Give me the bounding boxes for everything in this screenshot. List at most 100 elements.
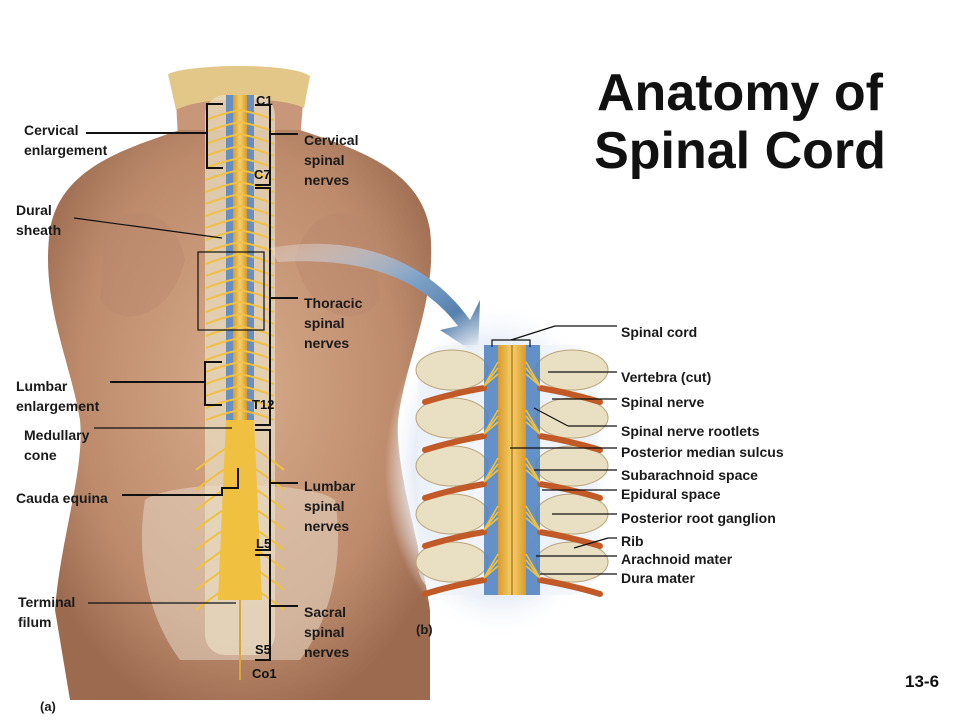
slide-title: Anatomy of Spinal Cord xyxy=(594,64,886,180)
marker-t12: T12 xyxy=(252,397,275,412)
nerve-branch xyxy=(239,559,285,591)
nerve-branch xyxy=(205,121,241,133)
nerve-branch xyxy=(205,301,241,313)
nerve-rootlet xyxy=(483,373,499,387)
panel-a-leaders xyxy=(73,103,298,661)
nerve-branch xyxy=(239,145,275,157)
spinal-nerve xyxy=(422,385,487,405)
label-subarachnoid-space: Subarachnoid space xyxy=(621,467,758,483)
nerve-branch xyxy=(195,459,241,491)
nerve-branch xyxy=(239,121,275,133)
label-thoracic-spinal-nerves: Thoracic spinal nerves xyxy=(304,295,363,351)
panel-b-leaders xyxy=(491,325,617,575)
nerve-rootlet xyxy=(525,517,541,531)
label-cauda-equina: Cauda equina xyxy=(16,490,108,506)
label-epidural-space: Epidural space xyxy=(621,486,721,502)
nerve-rootlet xyxy=(525,373,541,387)
nerve-rootlet xyxy=(525,469,541,483)
slide-number: 13-6 xyxy=(905,672,940,691)
nerve-branch xyxy=(195,499,241,531)
label-dura-mater: Dura mater xyxy=(621,570,695,586)
label-lumbar-spinal-nerves: Lumbar spinal nerves xyxy=(304,478,356,534)
label-rib: Rib xyxy=(621,533,644,549)
nerve-rootlet xyxy=(525,421,541,435)
nerve-rootlet xyxy=(483,565,499,579)
nerve-branch xyxy=(239,361,275,373)
nerve-branch xyxy=(239,265,275,277)
spinal-nerve xyxy=(537,529,603,549)
nerve-branch xyxy=(195,479,241,511)
nerve-branch xyxy=(205,373,241,385)
nerve-branch xyxy=(239,289,275,301)
nerve-branch xyxy=(195,579,241,611)
nerve-rootlet xyxy=(483,469,499,483)
nerve-branch xyxy=(205,181,241,193)
nerve-rootlet xyxy=(483,421,499,435)
spinal-nerve xyxy=(422,433,487,453)
nerve-branch xyxy=(239,397,275,409)
nerve-branch xyxy=(205,397,241,409)
nerve-branch xyxy=(239,519,285,551)
nerve-branch xyxy=(205,361,241,373)
nerve-branch xyxy=(205,169,241,181)
nerve-branch xyxy=(205,289,241,301)
label-cervical-spinal-nerves: Cervical spinal nerves xyxy=(304,132,359,188)
nerve-branch xyxy=(239,157,275,169)
nerve-branch xyxy=(239,253,275,265)
spinal-nerve xyxy=(537,385,603,405)
nerve-branch xyxy=(239,169,275,181)
nerve-branch xyxy=(239,313,275,325)
nerve-branch xyxy=(239,217,275,229)
label-posterior-median-sulcus: Posterior median sulcus xyxy=(621,444,784,460)
nerve-branch xyxy=(195,559,241,591)
spinal-nerve xyxy=(422,529,487,549)
nerve-branch xyxy=(195,439,241,471)
panel-a-label: (a) xyxy=(40,699,56,714)
label-vertebra-cut: Vertebra (cut) xyxy=(621,369,712,385)
spinal-nerve xyxy=(422,481,487,501)
label-dural-sheath: Dural sheath xyxy=(16,202,62,238)
nerve-branch xyxy=(195,539,241,571)
nerve-branch xyxy=(205,349,241,361)
nerve-branch xyxy=(205,205,241,217)
nerve-branch xyxy=(239,459,285,491)
nerve-branch xyxy=(205,313,241,325)
nerve-rootlet xyxy=(525,565,541,579)
nerve-branch xyxy=(205,109,241,121)
nerve-branch xyxy=(239,133,275,145)
nerve-branch xyxy=(239,337,275,349)
nerve-branch xyxy=(239,499,285,531)
nerve-branch xyxy=(205,217,241,229)
nerve-branch xyxy=(239,409,275,421)
marker-c1: C1 xyxy=(256,93,273,108)
nerve-branch xyxy=(239,479,285,511)
nerve-branch xyxy=(239,193,275,205)
nerve-branch xyxy=(205,133,241,145)
nerve-branch xyxy=(205,253,241,265)
label-cervical-enlargement: Cervical enlargement xyxy=(24,122,108,158)
label-medullary-cone: Medullary cone xyxy=(24,427,90,463)
marker-c7: C7 xyxy=(254,167,271,182)
spinal-nerves xyxy=(195,109,285,611)
label-lumbar-enlargement: Lumbar enlargement xyxy=(16,378,100,414)
nerve-branch xyxy=(239,385,275,397)
nerve-branch xyxy=(239,181,275,193)
nerve-branch xyxy=(239,579,285,611)
back-illustration xyxy=(47,66,432,700)
marker-co1: Co1 xyxy=(252,666,277,681)
nerve-branch xyxy=(239,109,275,121)
nerve-branch xyxy=(205,229,241,241)
nerve-branch xyxy=(205,265,241,277)
vertebra xyxy=(415,349,489,391)
spinal-nerve xyxy=(537,433,603,453)
panel-b-label: (b) xyxy=(416,622,433,637)
nerve-branch xyxy=(205,193,241,205)
nerve-branch xyxy=(239,205,275,217)
nerve-rootlet xyxy=(483,517,499,531)
nerve-branch xyxy=(205,277,241,289)
nerve-branch xyxy=(239,439,285,471)
nerve-branch xyxy=(239,241,275,253)
nerve-branch xyxy=(239,301,275,313)
spinal-nerve xyxy=(422,577,487,597)
